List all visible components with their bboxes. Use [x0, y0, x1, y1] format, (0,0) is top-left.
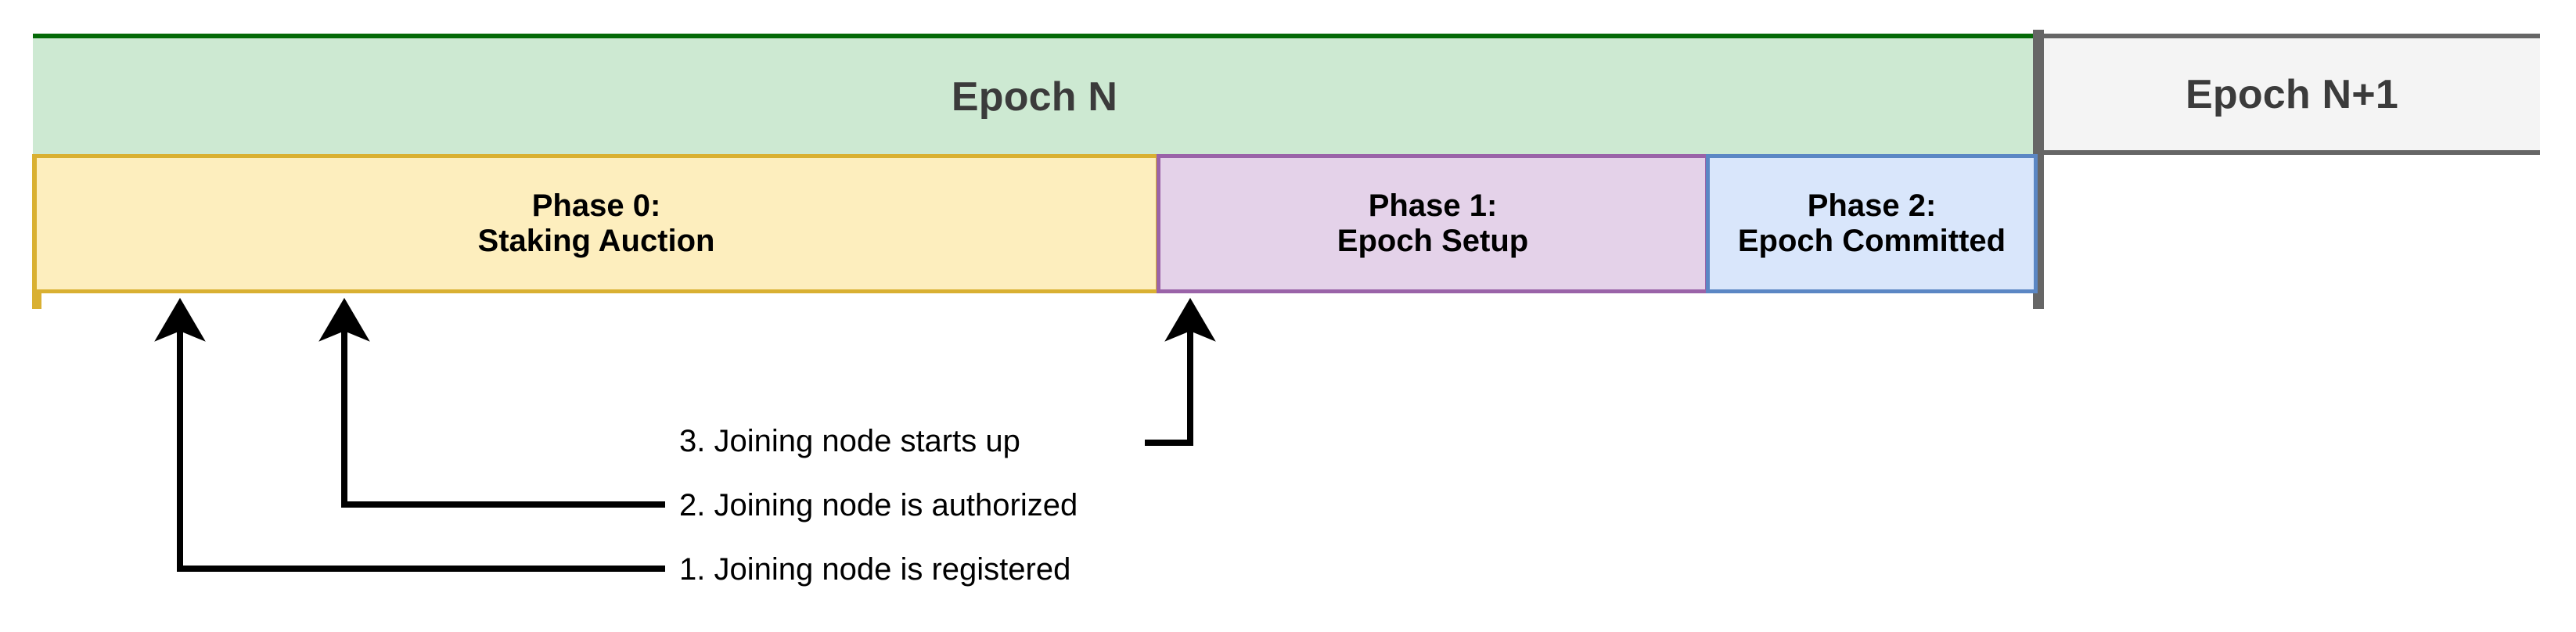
phase-1-box: Phase 1: Epoch Setup [1157, 154, 1709, 293]
phase-0-name: Staking Auction [477, 224, 715, 258]
annotation-label-3: 3. Joining node starts up [679, 424, 1020, 458]
phase-2-name: Epoch Committed [1737, 224, 2006, 258]
epoch-n-label: Epoch N [951, 74, 1118, 120]
arrow-annotation-1 [154, 297, 665, 572]
phase-1-name: Epoch Setup [1337, 224, 1529, 258]
epoch-n-plus-1-box: Epoch N+1 [2044, 34, 2540, 155]
phase-2-box: Phase 2: Epoch Committed [1706, 154, 2038, 293]
annotation-label-2: 2. Joining node is authorized [679, 488, 1078, 522]
epoch-n-box: Epoch N [33, 34, 2036, 155]
phase-2-title: Phase 2: [1807, 189, 1937, 224]
phase-1-title: Phase 1: [1368, 189, 1498, 224]
epoch-n-plus-1-label: Epoch N+1 [2186, 71, 2398, 117]
arrow-annotation-3 [1145, 297, 1216, 446]
annotation-label-1: 1. Joining node is registered [679, 552, 1071, 587]
arrow-annotation-2 [318, 297, 665, 508]
phase-0-box: Phase 0: Staking Auction [33, 154, 1160, 293]
phase-0-title: Phase 0: [531, 189, 661, 224]
